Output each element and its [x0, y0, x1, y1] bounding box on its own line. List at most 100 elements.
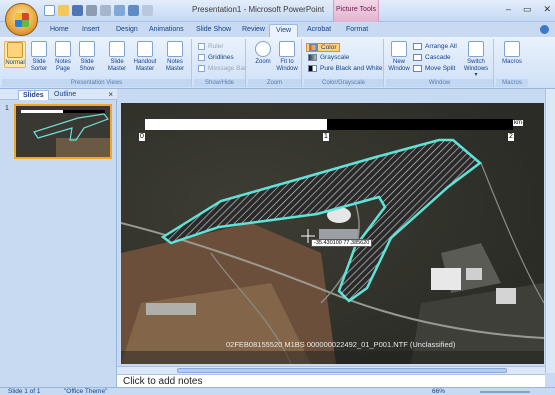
undo-icon[interactable] — [128, 5, 139, 16]
button-label: Arrange All — [425, 43, 457, 50]
checkbox-label: Ruler — [208, 43, 224, 50]
minimize-button[interactable]: – — [505, 4, 511, 14]
slides-pane: Slides Outline × 1 — [0, 89, 117, 387]
fit-to-window-button[interactable]: Fit to Window — [276, 41, 298, 72]
button-label: Handout Master — [133, 59, 157, 72]
group-window: New Window Arrange All Cascade Move Spli… — [386, 39, 494, 87]
print-preview-icon[interactable] — [100, 5, 111, 16]
help-icon[interactable] — [540, 25, 549, 34]
satellite-image — [121, 103, 544, 364]
zoom-slider[interactable] — [480, 391, 530, 393]
title-bar: Presentation1 - Microsoft PowerPoint Pic… — [0, 0, 555, 22]
macros-button[interactable]: Macros — [501, 41, 523, 66]
status-bar: Slide 1 of 1 "Office Theme" 66% — [0, 387, 555, 395]
grayscale-button[interactable]: Grayscale — [308, 54, 349, 61]
horizontal-scrollbar[interactable] — [117, 366, 545, 374]
button-label: Notes Page — [55, 59, 71, 72]
tab-home[interactable]: Home — [50, 26, 69, 33]
zoom-level[interactable]: 66% — [432, 388, 446, 395]
save-icon[interactable] — [72, 5, 83, 16]
notes-page-button[interactable]: Notes Page — [52, 41, 74, 72]
close-button[interactable]: ✕ — [543, 4, 551, 14]
tab-review[interactable]: Review — [242, 26, 265, 33]
notes-page-icon — [55, 41, 71, 57]
button-label: Slide Master — [107, 59, 127, 72]
scale-bar-white — [145, 119, 327, 130]
ruler-checkbox[interactable]: Ruler — [198, 43, 224, 50]
scroll-thumb[interactable] — [177, 368, 507, 373]
checkbox-icon — [198, 43, 205, 50]
group-label: Show/Hide — [194, 79, 245, 87]
zoom-button[interactable]: Zoom — [252, 41, 274, 66]
scale-label-2: 2 — [508, 133, 514, 141]
maximize-button[interactable]: ▭ — [522, 4, 532, 14]
switch-windows-icon — [468, 41, 484, 57]
slide-counter: Slide 1 of 1 — [8, 388, 41, 395]
tab-insert[interactable]: Insert — [82, 26, 100, 33]
new-window-icon — [391, 41, 407, 57]
tab-design[interactable]: Design — [116, 26, 138, 33]
tab-view[interactable]: View — [269, 24, 299, 37]
group-label: Color/Grayscale — [304, 79, 383, 87]
color-button[interactable]: Color — [306, 43, 340, 52]
normal-view-button[interactable]: Normal — [4, 41, 26, 68]
cascade-button[interactable]: Cascade — [413, 54, 451, 61]
checkbox-icon — [198, 54, 205, 61]
group-zoom: Zoom Fit to Window Zoom — [248, 39, 302, 87]
slide-number: 1 — [5, 105, 9, 112]
button-label: Pure Black and White — [320, 65, 383, 72]
slide-sorter-button[interactable]: Slide Sorter — [28, 41, 50, 72]
slide-canvas[interactable]: 0 1 2 km -35.430100 77.385620 02FEB08155… — [121, 103, 544, 364]
button-label: Move Split — [425, 65, 456, 72]
window-title: Presentation1 - Microsoft PowerPoint — [192, 5, 325, 14]
redo-icon[interactable] — [142, 5, 153, 16]
print-icon[interactable] — [86, 5, 97, 16]
office-button[interactable] — [5, 3, 38, 36]
notes-master-button[interactable]: Notes Master — [162, 41, 188, 72]
checkbox-icon — [198, 65, 205, 72]
button-label: Cascade — [425, 54, 451, 61]
group-label: Zoom — [248, 79, 301, 87]
scale-label-0: 0 — [139, 133, 145, 141]
button-label: Switch Windows ▾ — [463, 59, 489, 78]
tab-slides[interactable]: Slides — [18, 90, 49, 100]
ribbon-tabs: Home Insert Design Animations Slide Show… — [0, 22, 555, 37]
vertical-scrollbar[interactable] — [545, 89, 555, 373]
tab-animations[interactable]: Animations — [149, 26, 184, 33]
image-caption: 02FEB08155520 M1BS 000000022492_01_P001.… — [226, 340, 456, 349]
normal-view-icon — [7, 42, 23, 58]
button-label: Slide Show — [79, 59, 95, 72]
slide-show-button[interactable]: Slide Show — [76, 41, 98, 72]
fit-to-window-icon — [279, 41, 295, 57]
new-window-button[interactable]: New Window — [388, 41, 410, 72]
move-split-button[interactable]: Move Split — [413, 65, 455, 72]
slide-master-button[interactable]: Slide Master — [106, 41, 128, 72]
pure-black-white-button[interactable]: Pure Black and White — [308, 65, 383, 72]
group-label: Window — [386, 79, 493, 87]
handout-master-icon — [137, 41, 153, 57]
color-swatch-icon — [309, 44, 318, 51]
gridlines-checkbox[interactable]: Gridlines — [198, 54, 234, 61]
slide-sorter-icon — [31, 41, 47, 57]
pane-close-icon[interactable]: × — [108, 90, 113, 99]
switch-windows-button[interactable]: Switch Windows ▾ — [462, 41, 490, 79]
new-icon[interactable] — [44, 5, 55, 16]
ribbon: Normal Slide Sorter Notes Page Slide Sho… — [0, 37, 555, 89]
tab-format[interactable]: Format — [346, 26, 369, 33]
message-bar-checkbox[interactable]: Message Bar — [198, 65, 246, 72]
thumbnail-image — [16, 106, 110, 157]
scale-bar-black — [327, 119, 513, 130]
group-label: Macros — [496, 79, 528, 87]
spelling-icon[interactable] — [114, 5, 125, 16]
slide-thumbnail[interactable] — [14, 104, 112, 159]
group-color-grayscale: Color Grayscale Pure Black and White Col… — [304, 39, 384, 87]
tab-acrobat[interactable]: Acrobat — [307, 26, 332, 33]
tab-slide-show[interactable]: Slide Show — [196, 26, 232, 33]
arrange-all-button[interactable]: Arrange All — [413, 43, 457, 50]
notes-pane[interactable]: Click to add notes — [117, 374, 545, 387]
handout-master-button[interactable]: Handout Master — [132, 41, 158, 72]
slide-show-icon — [79, 41, 95, 57]
open-icon[interactable] — [58, 5, 69, 16]
tab-outline[interactable]: Outline — [54, 91, 77, 98]
button-label: Grayscale — [320, 54, 350, 61]
